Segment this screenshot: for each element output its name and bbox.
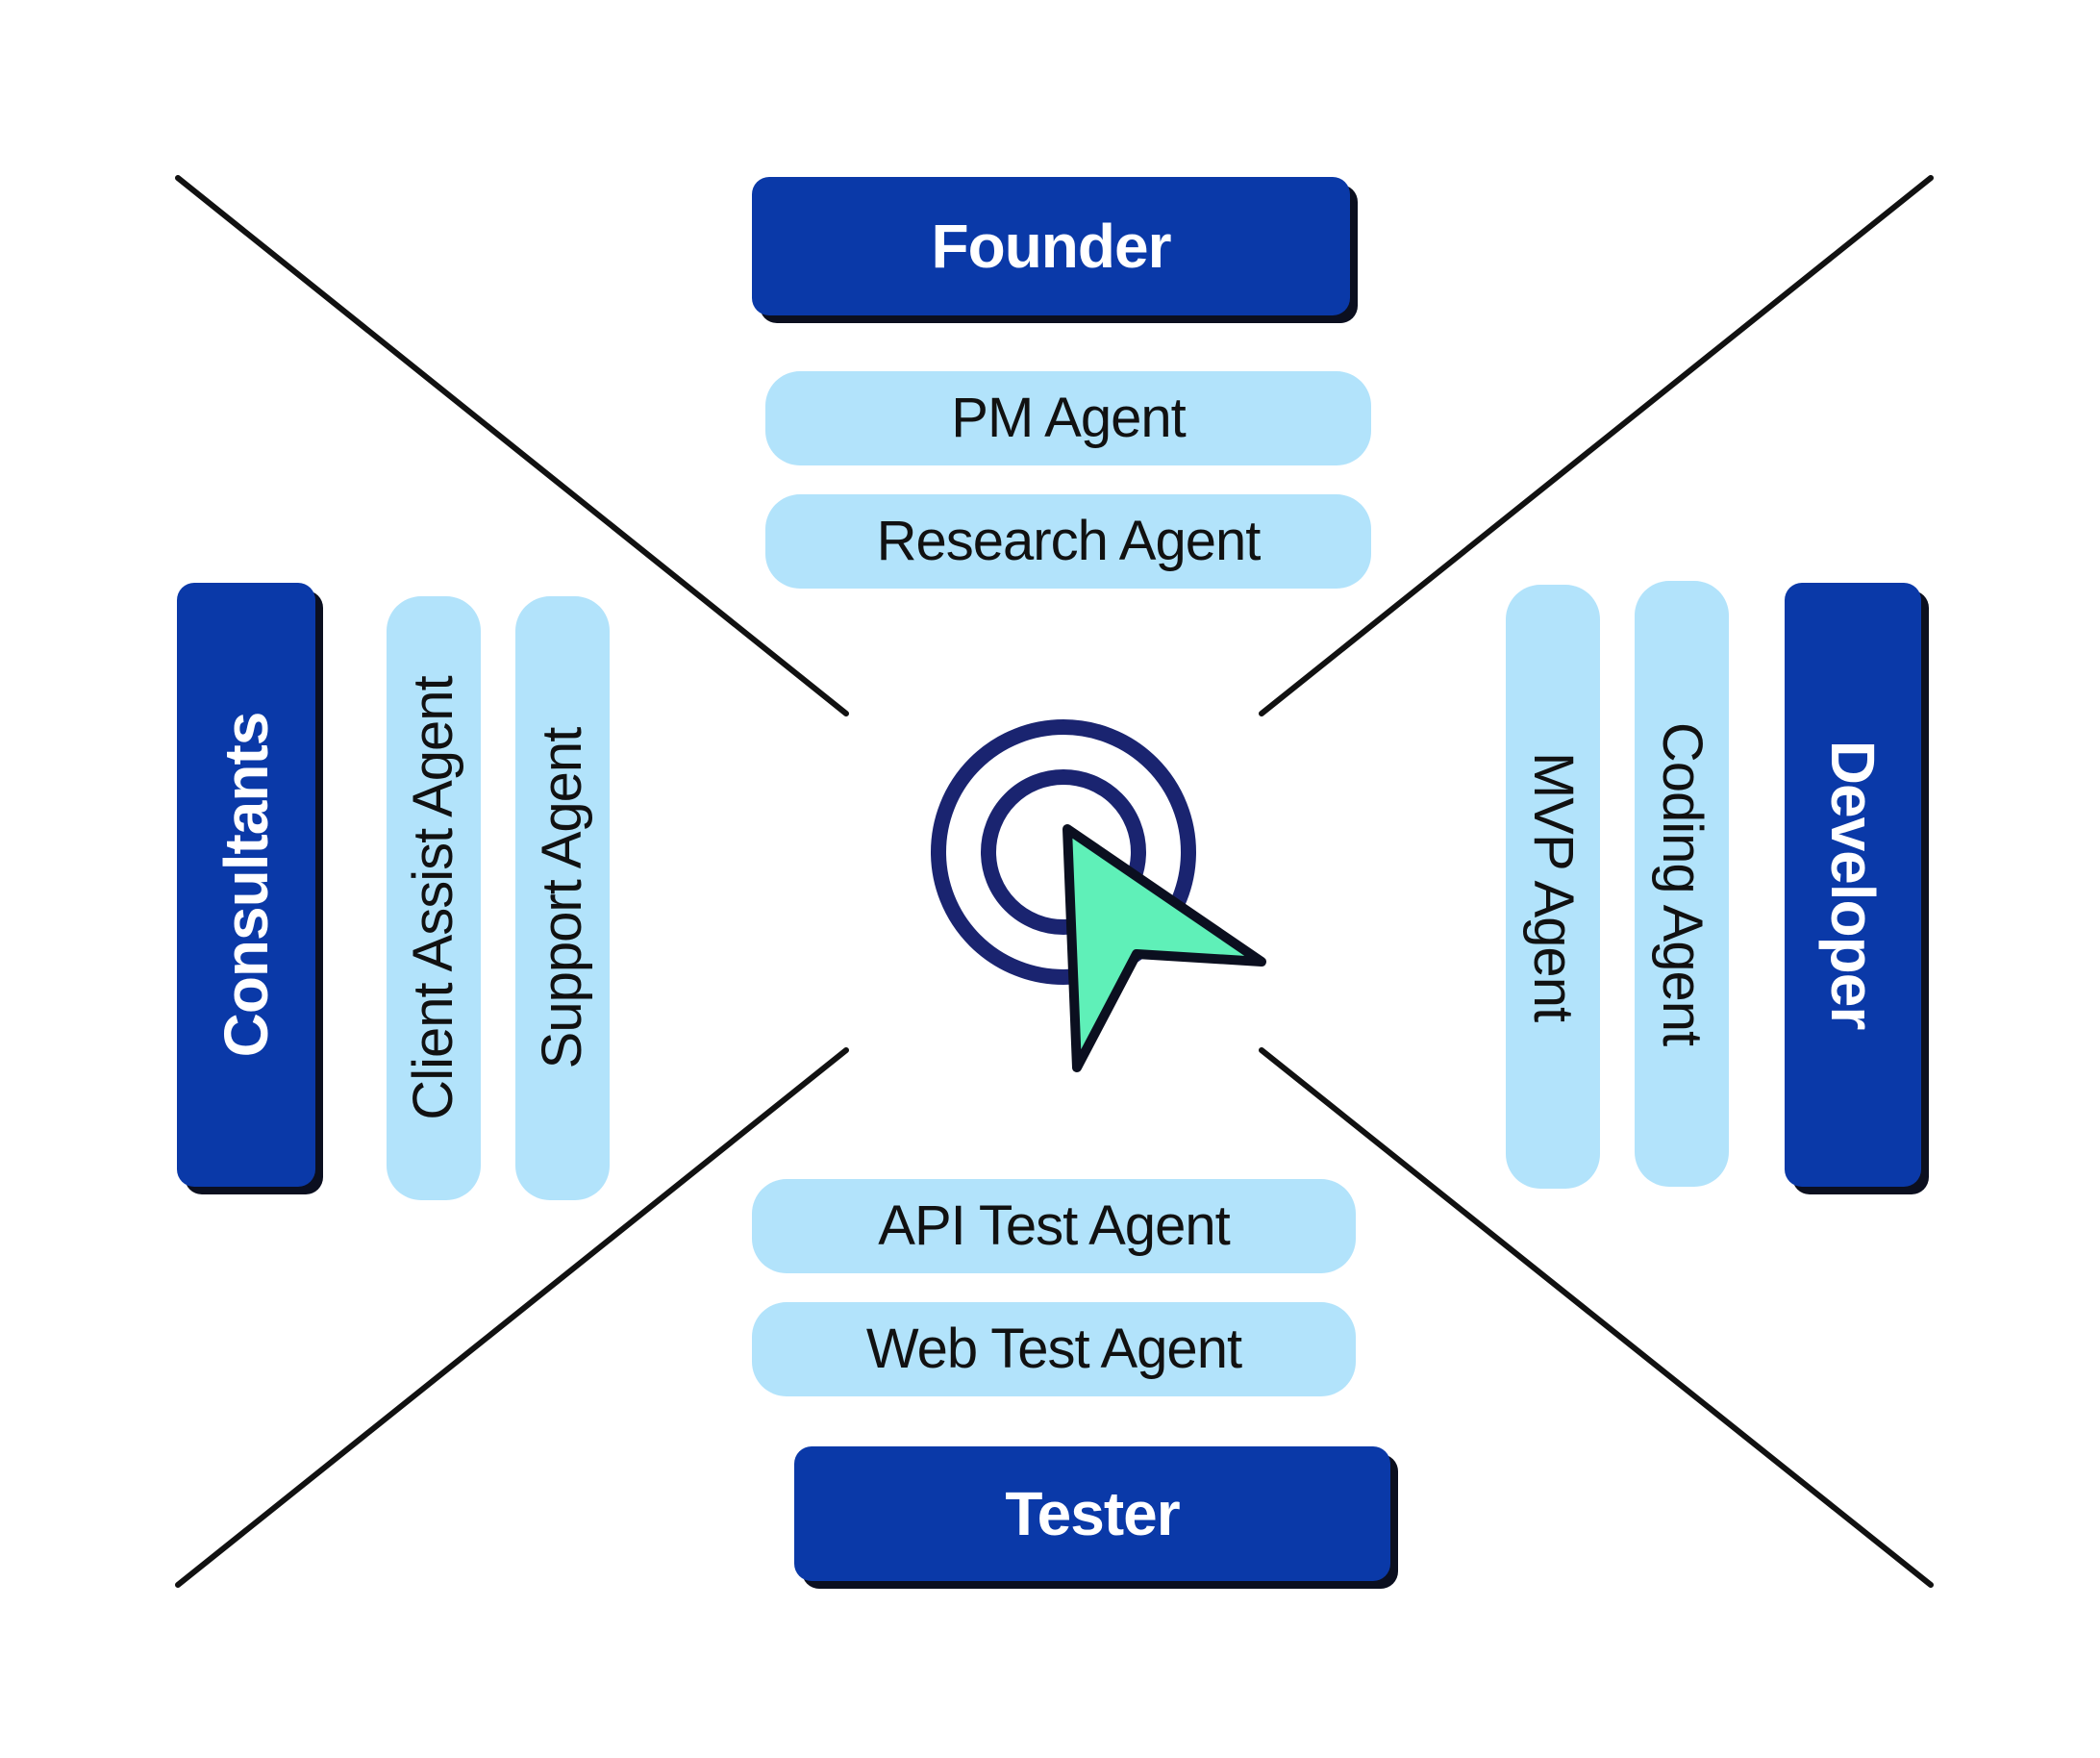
research-agent-box: Research Agent bbox=[765, 494, 1371, 589]
inner-ring bbox=[981, 769, 1146, 935]
founder-label: Founder bbox=[931, 212, 1172, 281]
client-assist-agent-label: Client Assist Agent bbox=[402, 676, 464, 1120]
developer-box: Developer bbox=[1785, 583, 1921, 1187]
developer-label: Developer bbox=[1818, 740, 1888, 1030]
founder-box: Founder bbox=[752, 177, 1350, 315]
api-test-agent-box: API Test Agent bbox=[752, 1179, 1356, 1273]
connector-top-left bbox=[175, 175, 849, 716]
ring-gap bbox=[954, 742, 1173, 962]
consultants-label: Consultants bbox=[212, 712, 281, 1058]
consultants-box: Consultants bbox=[177, 583, 315, 1187]
research-agent-label: Research Agent bbox=[876, 510, 1262, 572]
outer-ring bbox=[931, 719, 1196, 985]
api-test-agent-label: API Test Agent bbox=[878, 1194, 1230, 1257]
connector-bottom-left bbox=[175, 1047, 849, 1588]
client-assist-agent-box: Client Assist Agent bbox=[387, 596, 481, 1200]
coding-agent-box: Coding Agent bbox=[1635, 581, 1729, 1187]
support-agent-label: Support Agent bbox=[531, 727, 593, 1069]
pm-agent-box: PM Agent bbox=[765, 371, 1371, 465]
tester-box: Tester bbox=[794, 1446, 1390, 1581]
support-agent-box: Support Agent bbox=[515, 596, 610, 1200]
target-cursor-icon bbox=[931, 719, 1266, 1072]
web-test-agent-label: Web Test Agent bbox=[865, 1318, 1242, 1380]
web-test-agent-box: Web Test Agent bbox=[752, 1302, 1356, 1396]
mvp-agent-label: MVP Agent bbox=[1522, 751, 1585, 1022]
connector-top-right bbox=[1259, 175, 1934, 716]
tester-label: Tester bbox=[1005, 1479, 1180, 1548]
cursor-arrow bbox=[1062, 824, 1266, 1072]
pm-agent-label: PM Agent bbox=[951, 387, 1186, 449]
mvp-agent-box: MVP Agent bbox=[1506, 585, 1600, 1189]
connector-bottom-right bbox=[1259, 1047, 1934, 1588]
coding-agent-label: Coding Agent bbox=[1651, 721, 1713, 1046]
